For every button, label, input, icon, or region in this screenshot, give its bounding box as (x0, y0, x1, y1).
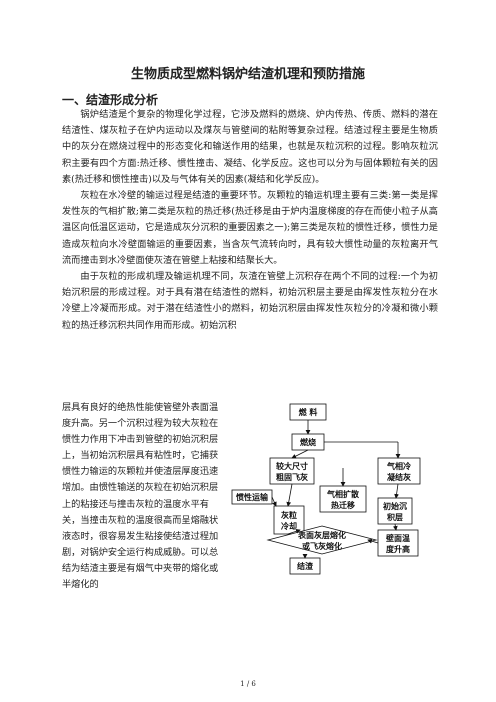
label-ash-cooling-1: 灰粒 (281, 510, 297, 520)
page-number: 1 / 6 (240, 680, 256, 688)
label-condensed-1: 气相冷 (386, 461, 411, 471)
label-melting-1: 表面灰层熔化 (297, 530, 346, 540)
label-ash-cooling-2: 冷却 (281, 521, 297, 531)
wrapped-paragraph: 层具有良好的绝热性能使管壁外表面温度升高。另一个沉积过程为较大灰粒在惯性力作用下… (62, 402, 219, 591)
label-melting-2: 或飞灰熔化 (302, 541, 342, 551)
label-fuel: 燃 料 (299, 407, 318, 417)
label-inertial: 惯性运输 (236, 492, 269, 502)
label-large-ash-1: 较大尺寸 (276, 461, 308, 471)
document-title: 生物质成型燃料锅炉结渣机理和预防措施 (130, 67, 365, 82)
label-initial-2: 积层 (387, 512, 403, 522)
label-gas-diffusion-1: 气相扩散 (326, 489, 360, 499)
paragraph-2: 灰粒在水冷壁的输运过程是结渣的重要环节。灰颗粒的输运机理主要有三类:第一类是挥发… (62, 190, 438, 266)
label-surface-temp-1: 壁面温 (386, 533, 410, 543)
label-surface-temp-2: 度升高 (386, 544, 410, 554)
paragraph-1: 锅炉结渣是个复杂的物理化学过程，它涉及燃料的燃烧、炉内传热、传质、燃料的潜在结渣… (62, 109, 438, 185)
slagging-flow-diagram: 燃 料 燃烧 较大尺寸 粗固飞灰 气相冷 凝结灰 气相扩散 热迁移 初始沉 积层… (231, 403, 421, 575)
label-gas-diffusion-2: 热迁移 (331, 500, 355, 510)
section-heading: 一、结渣形成分析 (62, 93, 159, 107)
label-combustion: 燃烧 (300, 437, 316, 447)
label-slagging: 结渣 (297, 561, 314, 571)
label-condensed-2: 凝结灰 (387, 472, 411, 482)
paragraph-3: 由于灰粒的形成机理及输运机理不同，灰渣在管壁上沉积存在两个不同的过程:一个为初始… (62, 271, 438, 331)
label-large-ash-2: 粗固飞灰 (276, 472, 308, 482)
body-text: 锅炉结渣是个复杂的物理化学过程，它涉及燃料的燃烧、炉内传热、传质、燃料的潜在结渣… (62, 107, 438, 334)
box-melting (266, 525, 378, 555)
label-initial-1: 初始沉 (383, 501, 407, 511)
